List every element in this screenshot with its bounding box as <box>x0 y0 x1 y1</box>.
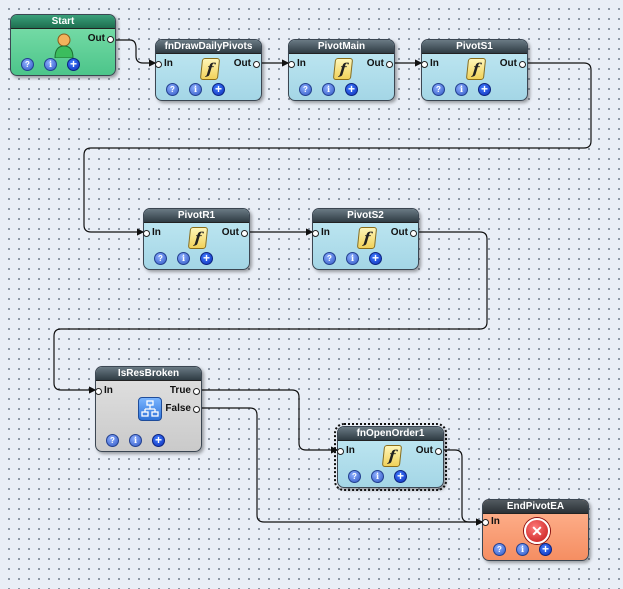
info-icon[interactable]: i <box>322 83 335 96</box>
end-node-endpivotea[interactable]: EndPivotEA In ✕ ? i + <box>482 499 589 561</box>
stop-icon: ✕ <box>524 518 550 544</box>
out-port[interactable]: Out <box>87 33 114 45</box>
function-node-pivots1[interactable]: PivotS1 In f Out ? i + <box>421 39 528 101</box>
out-port[interactable]: Out <box>366 58 393 70</box>
info-icon[interactable]: i <box>516 543 529 556</box>
function-icon: f <box>356 227 378 249</box>
help-icon[interactable]: ? <box>493 543 506 556</box>
add-icon[interactable]: + <box>539 543 552 556</box>
port-label: In <box>430 58 439 69</box>
in-port[interactable]: In <box>312 227 330 239</box>
port-label: True <box>169 385 191 396</box>
false-port[interactable]: False <box>165 403 200 415</box>
function-icon: f <box>381 445 403 467</box>
function-node-pivots2[interactable]: PivotS2 In f Out ? i + <box>312 208 419 270</box>
node-title: Start <box>11 15 115 29</box>
condition-icon <box>138 397 162 421</box>
info-icon[interactable]: i <box>346 252 359 265</box>
node-title: PivotS1 <box>422 40 527 54</box>
node-title: EndPivotEA <box>483 500 588 514</box>
in-port[interactable]: In <box>421 58 439 70</box>
out-port[interactable]: Out <box>390 227 417 239</box>
help-icon[interactable]: ? <box>21 58 34 71</box>
out-port[interactable]: Out <box>415 445 442 457</box>
function-node-pivotmain[interactable]: PivotMain In f Out ? i + <box>288 39 395 101</box>
port-label: In <box>297 58 306 69</box>
node-title: PivotR1 <box>144 209 249 223</box>
port-label: Out <box>233 58 251 69</box>
info-icon[interactable]: i <box>129 434 142 447</box>
port-label: Out <box>499 58 517 69</box>
wire-fnopenorder1-to-endpivotea <box>440 449 484 526</box>
in-port[interactable]: In <box>337 445 355 457</box>
node-title: PivotS2 <box>313 209 418 223</box>
node-title: fnOpenOrder1 <box>338 427 443 441</box>
out-port[interactable]: Out <box>499 58 526 70</box>
function-node-fnopenorder1[interactable]: fnOpenOrder1 In f Out ? i + <box>334 423 447 491</box>
help-icon[interactable]: ? <box>299 83 312 96</box>
port-label: Out <box>390 227 408 238</box>
add-icon[interactable]: + <box>394 470 407 483</box>
help-icon[interactable]: ? <box>432 83 445 96</box>
function-icon: f <box>465 58 487 80</box>
in-port[interactable]: In <box>482 516 500 528</box>
help-icon[interactable]: ? <box>348 470 361 483</box>
add-icon[interactable]: + <box>67 58 80 71</box>
function-icon: f <box>187 227 209 249</box>
function-node-fndrawdailypivots[interactable]: fnDrawDailyPivots In f Out ? i + <box>155 39 262 101</box>
start-node[interactable]: Start Out ? i + <box>10 14 116 76</box>
info-icon[interactable]: i <box>455 83 468 96</box>
person-icon <box>54 33 74 58</box>
add-icon[interactable]: + <box>152 434 165 447</box>
port-label: In <box>321 227 330 238</box>
add-icon[interactable]: + <box>212 83 225 96</box>
port-label: Out <box>87 33 105 44</box>
add-icon[interactable]: + <box>345 83 358 96</box>
true-port[interactable]: True <box>169 385 200 397</box>
node-title: IsResBroken <box>96 367 201 381</box>
function-icon: f <box>332 58 354 80</box>
port-label: Out <box>415 445 433 456</box>
condition-node-isresbroken[interactable]: IsResBroken In True False ? i + <box>95 366 202 452</box>
function-node-pivotr1[interactable]: PivotR1 In f Out ? i + <box>143 208 250 270</box>
port-label: In <box>491 516 500 527</box>
info-icon[interactable]: i <box>177 252 190 265</box>
out-port[interactable]: Out <box>221 227 248 239</box>
port-label: False <box>165 403 191 414</box>
out-port[interactable]: Out <box>233 58 260 70</box>
info-icon[interactable]: i <box>371 470 384 483</box>
port-label: Out <box>221 227 239 238</box>
port-label: In <box>346 445 355 456</box>
node-title: fnDrawDailyPivots <box>156 40 261 54</box>
in-port[interactable]: In <box>155 58 173 70</box>
wire-start-to-fndrawdailypivots <box>112 39 157 67</box>
help-icon[interactable]: ? <box>323 252 336 265</box>
help-icon[interactable]: ? <box>154 252 167 265</box>
in-port[interactable]: In <box>143 227 161 239</box>
add-icon[interactable]: + <box>200 252 213 265</box>
info-icon[interactable]: i <box>189 83 202 96</box>
help-icon[interactable]: ? <box>106 434 119 447</box>
in-port[interactable]: In <box>288 58 306 70</box>
port-label: In <box>164 58 173 69</box>
node-title: PivotMain <box>289 40 394 54</box>
function-icon: f <box>199 58 221 80</box>
port-label: Out <box>366 58 384 69</box>
wire-isresbroken-true-to-fnopenorder1 <box>198 389 339 454</box>
help-icon[interactable]: ? <box>166 83 179 96</box>
add-icon[interactable]: + <box>369 252 382 265</box>
port-label: In <box>152 227 161 238</box>
port-label: In <box>104 385 113 396</box>
info-icon[interactable]: i <box>44 58 57 71</box>
add-icon[interactable]: + <box>478 83 491 96</box>
in-port[interactable]: In <box>95 385 113 397</box>
